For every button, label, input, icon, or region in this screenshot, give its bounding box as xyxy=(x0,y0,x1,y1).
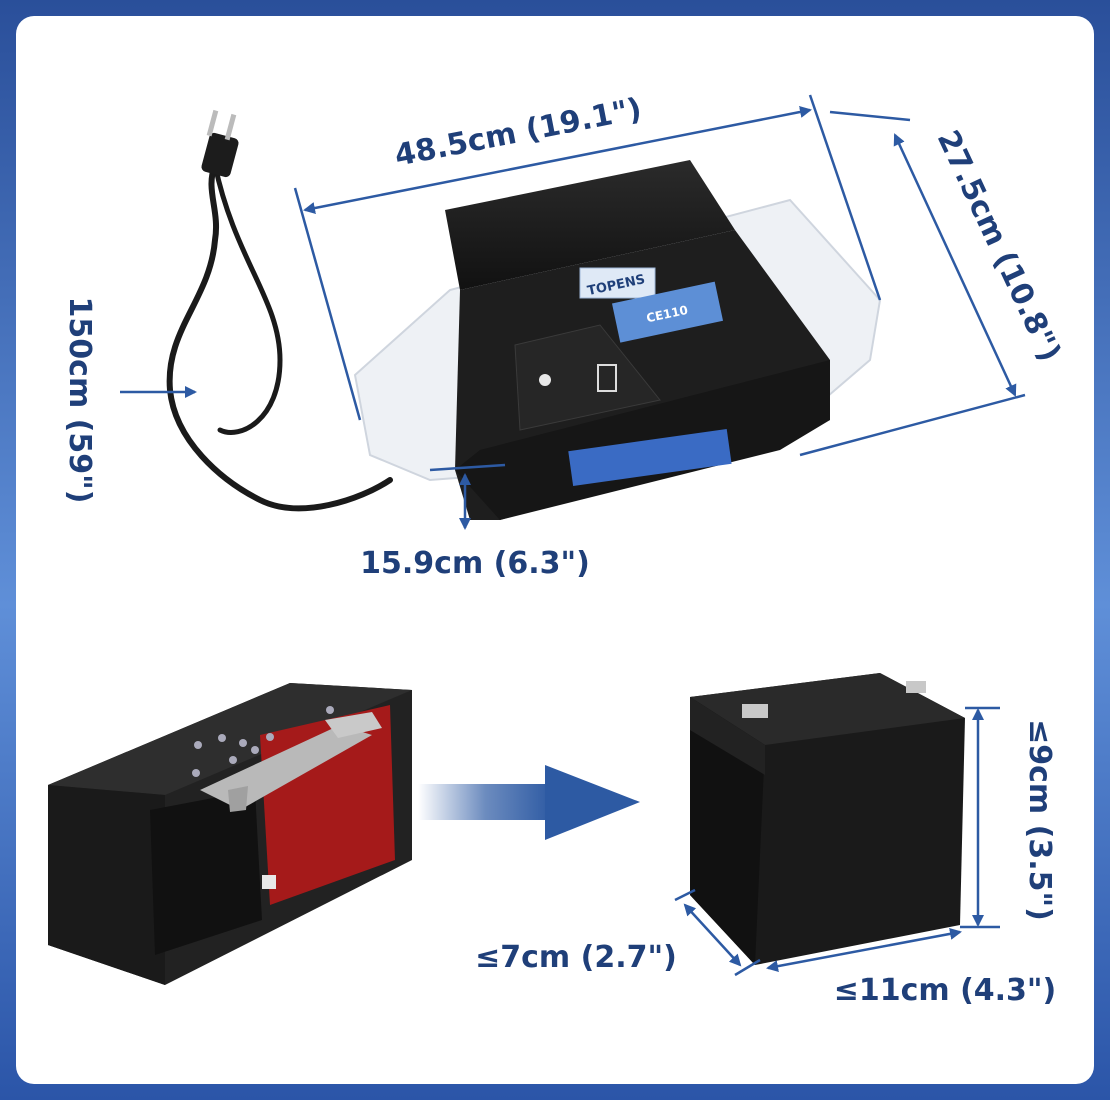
battery-height-dimension: ≤9cm (3.5") xyxy=(1022,719,1057,921)
opener-dimension-lines xyxy=(120,94,1026,530)
battery-width-dimension: ≤11cm (4.3") xyxy=(834,973,1057,1008)
length-dimension: 48.5cm (19.1") xyxy=(392,92,645,174)
plug-icon xyxy=(201,132,239,178)
battery-illustration xyxy=(690,673,965,965)
depth-dimension: 27.5cm (10.8") xyxy=(930,125,1068,367)
brand-label xyxy=(579,267,656,299)
model-label xyxy=(611,281,724,343)
cord-length-dimension: 150cm (59") xyxy=(62,297,97,504)
height-dimension: 15.9cm (6.3") xyxy=(360,546,590,581)
opener-illustration xyxy=(166,109,882,520)
battery-depth-dimension: ≤7cm (2.7") xyxy=(475,940,677,975)
battery-compartment xyxy=(48,683,412,985)
terminal-icon xyxy=(906,681,926,693)
transfer-arrow xyxy=(418,765,640,840)
battery-dimension-lines xyxy=(674,706,1000,977)
terminal-icon xyxy=(742,704,768,718)
